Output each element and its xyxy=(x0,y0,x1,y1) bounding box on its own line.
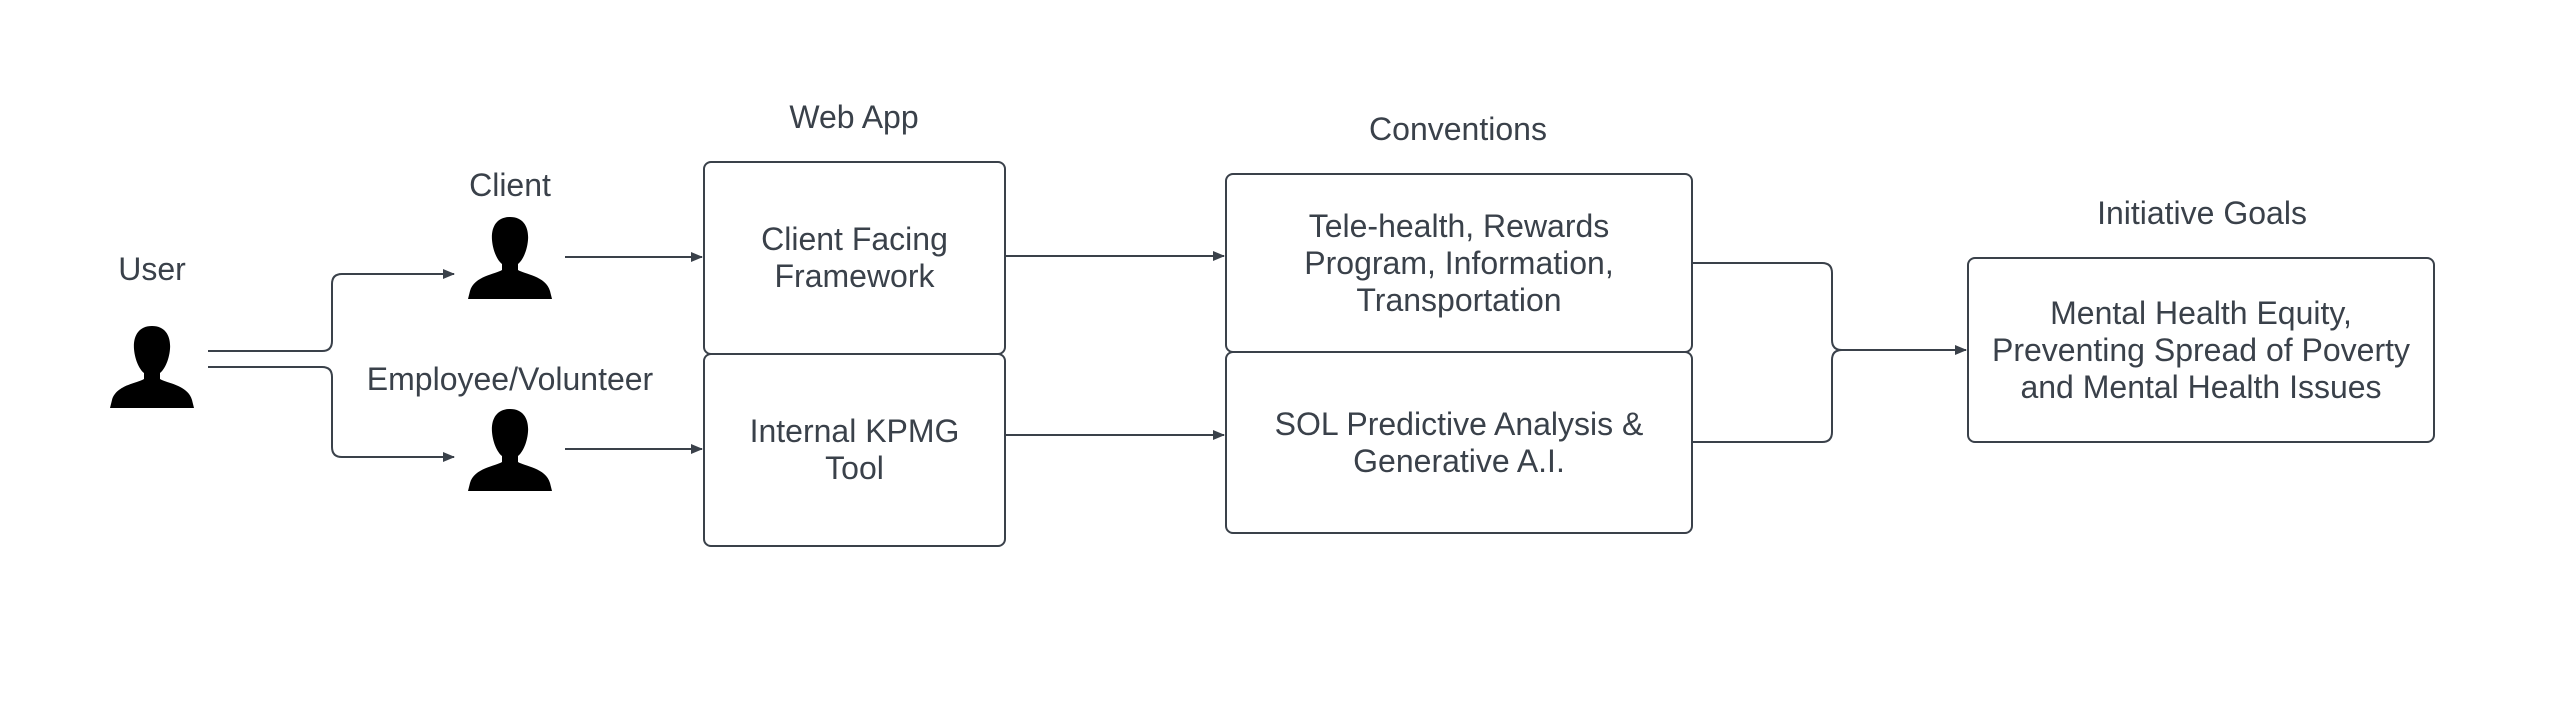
person-icon xyxy=(468,409,552,491)
box-internal-kpmg-tool: Internal KPMG Tool xyxy=(703,353,1006,547)
connector-user-to-employee xyxy=(208,366,455,462)
box-initiative-goals: Mental Health Equity, Preventing Spread … xyxy=(1967,257,2435,443)
box-sol-analysis: SOL Predictive Analysis & Generative A.I… xyxy=(1225,351,1693,534)
label-initiative-goals: Initiative Goals xyxy=(2097,195,2307,231)
connector-telehealth-to-goals xyxy=(1692,262,1967,355)
box-client-facing-framework-text: Client Facing Framework xyxy=(761,221,948,294)
person-icon xyxy=(468,217,552,299)
box-initiative-goals-text: Mental Health Equity, Preventing Spread … xyxy=(1991,294,2410,405)
person-icon xyxy=(110,326,194,408)
box-sol-analysis-text: SOL Predictive Analysis & Generative A.I… xyxy=(1274,405,1644,479)
label-conventions: Conventions xyxy=(1369,111,1547,147)
label-client: Client xyxy=(469,167,551,203)
box-internal-kpmg-tool-text: Internal KPMG Tool xyxy=(749,413,960,486)
box-telehealth: Tele-health, Rewards Program, Informatio… xyxy=(1225,173,1693,353)
label-employee: Employee/Volunteer xyxy=(366,361,654,397)
label-user: User xyxy=(118,251,186,287)
connector-user-to-client xyxy=(208,269,455,352)
box-telehealth-text: Tele-health, Rewards Program, Informatio… xyxy=(1304,207,1614,318)
label-web-app: Web App xyxy=(789,99,919,135)
connector-sol-to-goals xyxy=(1692,349,1843,443)
box-client-facing-framework: Client Facing Framework xyxy=(703,161,1006,355)
